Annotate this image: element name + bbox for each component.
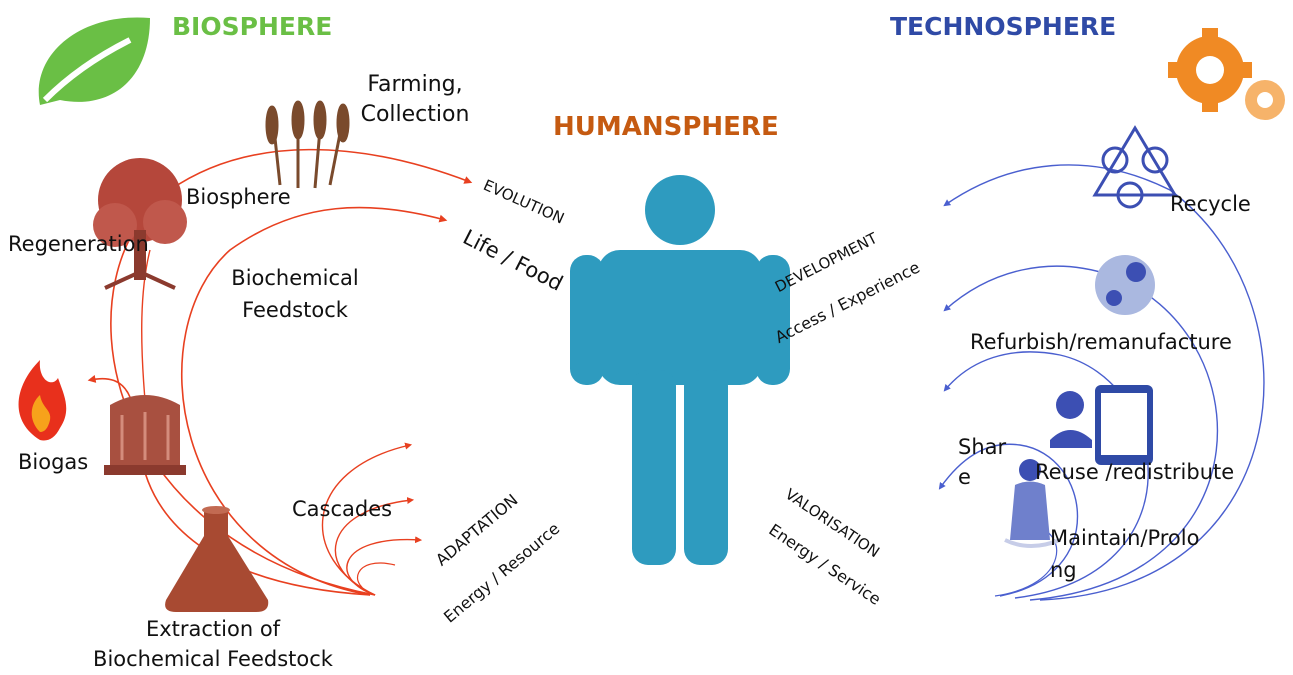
leaf-icon xyxy=(38,17,150,105)
maintain-label-line1: Maintain/Prolo xyxy=(1050,526,1200,550)
flow-recycle-arc xyxy=(943,164,1265,601)
biochemical-feedstock-label: Biochemical Feedstock xyxy=(210,262,380,326)
extraction-label: Extraction of Biochemical Feedstock xyxy=(78,614,348,674)
recycle-label: Recycle xyxy=(1170,192,1251,216)
farming-label-line2: Collection xyxy=(360,102,470,127)
tank-icon xyxy=(104,395,186,475)
humansphere-header: HUMANSPHERE xyxy=(553,112,779,142)
tree-icon xyxy=(93,158,187,290)
regeneration-label: Regeneration xyxy=(8,232,149,256)
maintain-label: Maintain/Prolo ng xyxy=(1050,522,1199,586)
phone-repair-icon xyxy=(1050,385,1153,465)
gears-icon xyxy=(1168,28,1285,120)
person-icon xyxy=(570,175,790,565)
flow-regeneration-arc xyxy=(141,249,151,401)
fire-icon xyxy=(18,360,67,441)
flow-cascade-3 xyxy=(346,536,423,596)
flow-refurbish-arc xyxy=(943,265,1219,601)
flow-cascade-4 xyxy=(357,562,396,596)
maintain-label-line2: ng xyxy=(1050,558,1077,582)
reuse-label: Reuse /redistribute xyxy=(1035,460,1235,484)
refurbish-label: Refurbish/remanufacture xyxy=(970,330,1232,354)
flask-icon xyxy=(165,506,269,612)
farming-label-line1: Farming, xyxy=(367,72,463,97)
biosphere-label: Biosphere xyxy=(186,185,291,209)
biochemical-feedstock-line1: Biochemical xyxy=(231,266,359,290)
biosphere-header: BIOSPHERE xyxy=(172,12,333,41)
share-label-line1: Shar xyxy=(958,435,1007,459)
refurbish-gears-icon xyxy=(1095,255,1155,315)
biogas-label: Biogas xyxy=(18,450,89,474)
flow-biogas-arc xyxy=(87,374,371,596)
worker-icon xyxy=(1004,459,1061,548)
share-label: Shar e xyxy=(958,432,1006,492)
wheat-icon xyxy=(265,100,350,189)
flow-share-arc xyxy=(938,443,1079,597)
flow-biochemical-arc xyxy=(181,206,448,596)
farming-label: Farming, Collection xyxy=(355,70,475,130)
share-label-line2: e xyxy=(958,465,971,489)
bicycle-recycle-icon xyxy=(1092,125,1178,209)
cascades-label: Cascades xyxy=(292,497,393,521)
extraction-label-line2: Biochemical Feedstock xyxy=(93,647,333,671)
technosphere-header: TECHNOSPHERE xyxy=(890,12,1117,41)
biochemical-feedstock-line2: Feedstock xyxy=(242,298,348,322)
extraction-label-line1: Extraction of xyxy=(145,617,281,641)
